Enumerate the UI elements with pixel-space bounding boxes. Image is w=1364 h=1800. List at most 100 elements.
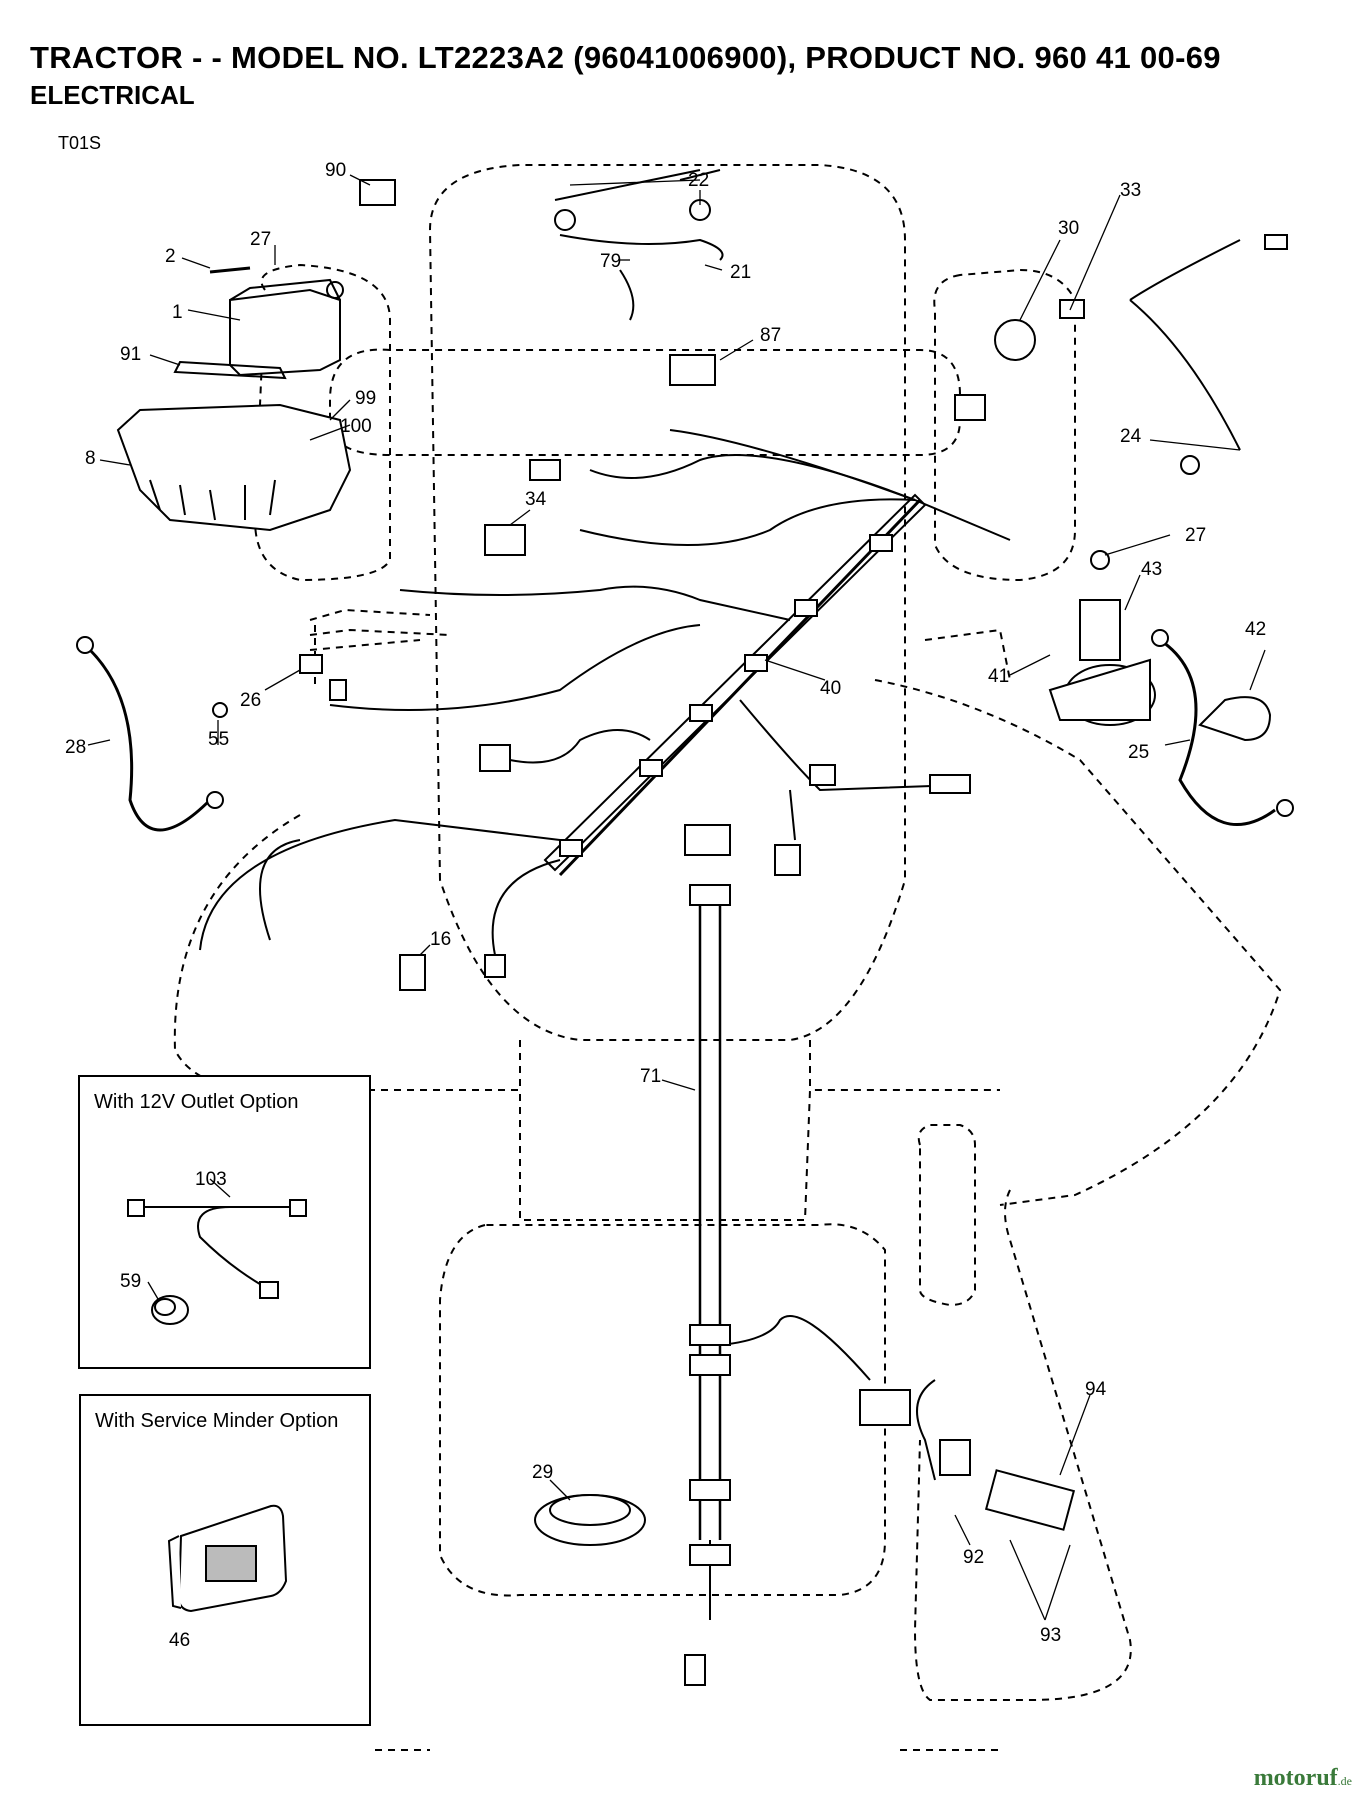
harness-branch-9 [199, 818, 561, 951]
floor-joins [519, 1040, 811, 1090]
harness-clamp [689, 884, 731, 906]
page-subtitle: ELECTRICAL [30, 80, 195, 110]
callout-59: 59 [120, 1271, 141, 1292]
module-94 [984, 1469, 1076, 1531]
battery-tray [116, 403, 352, 532]
terminal-24 [1264, 234, 1288, 250]
callout-1: 1 [172, 302, 183, 323]
fuse-26b [329, 679, 347, 701]
headlight-harness [554, 169, 724, 321]
callout-41: 41 [988, 666, 1009, 687]
end-connector [684, 1654, 706, 1686]
fuse-26 [299, 654, 323, 674]
page-title: TRACTOR - - MODEL NO. LT2223A2 (96041006… [30, 40, 1221, 75]
fuse-holder [954, 394, 986, 421]
harness-branch-1 [669, 429, 916, 501]
callout-94: 94 [1085, 1379, 1107, 1400]
connector [479, 744, 511, 772]
battery-area-outline [253, 263, 391, 582]
callout-55: 55 [208, 729, 229, 750]
harness-branch-5 [399, 585, 791, 621]
ring-terminal-28 [76, 636, 94, 654]
round-parts [76, 199, 1294, 1546]
part-90 [359, 179, 396, 206]
rear-right-outline [913, 1189, 1132, 1701]
ring-terminal-28b [206, 791, 224, 809]
connector [744, 654, 768, 672]
ignition-switch-30 [994, 319, 1036, 361]
hood-outline [428, 164, 906, 1041]
inset-service-minder-title: With Service Minder Option [95, 1410, 339, 1432]
harness-clamp [689, 1354, 731, 1376]
harness-clamp [689, 1324, 731, 1346]
right-deck-outline [874, 679, 1282, 1206]
callout-99: 99 [355, 388, 376, 409]
inset-12v-outlet: With 12V Outlet Option 103 59 [78, 1075, 371, 1369]
right-panel-outline [933, 268, 1076, 582]
harness-branch-2 [589, 454, 916, 501]
seat-area-outline [439, 1223, 886, 1597]
key-33 [1059, 299, 1085, 319]
callout-26: 26 [240, 690, 261, 711]
callout-27-top: 27 [250, 229, 271, 250]
callout-46: 46 [169, 1630, 190, 1651]
connector [529, 459, 561, 481]
harness-clamp [689, 1544, 731, 1566]
wire-92 [916, 1379, 936, 1481]
callout-40: 40 [820, 678, 841, 699]
connector [809, 764, 836, 786]
connector [869, 534, 893, 552]
diagram-code: T01S [58, 133, 102, 153]
headlight-bulb [554, 209, 576, 231]
callout-28: 28 [65, 737, 86, 758]
switch-34 [484, 524, 526, 556]
battery-body [229, 288, 341, 377]
watermark-brand: motoruf [1253, 1765, 1338, 1791]
connector [689, 704, 713, 722]
battery-strap [173, 360, 287, 380]
wiring-harness [88, 169, 1276, 1620]
connector [639, 759, 663, 777]
relay-87 [669, 354, 716, 386]
harness-branch-11 [491, 859, 561, 956]
button-29-top [549, 1494, 631, 1526]
connector [929, 774, 971, 794]
callout-30: 30 [1058, 218, 1079, 239]
tractor-outline [173, 164, 1282, 1751]
connector-bracket [859, 1389, 911, 1426]
callout-8: 8 [85, 448, 96, 469]
callout-92: 92 [963, 1547, 984, 1568]
battery-group [116, 266, 352, 532]
harness-sleeve [543, 493, 927, 872]
callout-labels: 90 22 33 30 2 27 79 21 1 87 91 99 100 8 … [65, 160, 1266, 1646]
callout-91: 91 [120, 344, 141, 365]
cable-25 [1159, 638, 1276, 826]
rear-harness-71 [698, 885, 722, 1540]
solenoid-body [1079, 599, 1121, 661]
plug-connector [684, 824, 731, 856]
connector-92 [939, 1439, 971, 1476]
callout-43: 43 [1141, 559, 1162, 580]
connector [559, 839, 583, 857]
callout-90: 90 [325, 160, 346, 181]
inset-12v-drawing: 103 59 [120, 1169, 307, 1325]
cable-24 [1129, 239, 1241, 451]
connector [774, 844, 801, 876]
boot-42 [1198, 696, 1272, 742]
harness-branch-10 [259, 839, 301, 941]
watermark: motoruf.de [1254, 1765, 1352, 1792]
harness-branch-4 [914, 499, 1011, 541]
ring-terminal-25b [1276, 799, 1294, 817]
connectors [299, 179, 1288, 1686]
callout-25: 25 [1128, 742, 1149, 763]
cable-28 [88, 648, 212, 832]
callout-79: 79 [600, 251, 621, 272]
harness-clamp [689, 1479, 731, 1501]
rear-harness-branch [719, 1315, 871, 1381]
callout-87: 87 [760, 325, 781, 346]
callout-22: 22 [688, 170, 709, 191]
screw-55 [212, 702, 228, 718]
floor-outline [225, 1089, 1000, 1221]
tray-ribs [149, 479, 276, 521]
